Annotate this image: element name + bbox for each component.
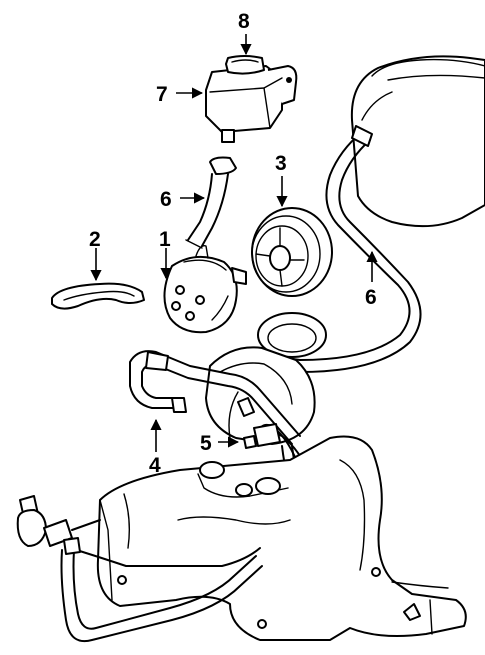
fitting — [237, 397, 257, 449]
callout-2: 2 — [89, 228, 101, 251]
callout-4: 4 — [149, 454, 161, 477]
callout-6b: 6 — [365, 286, 377, 309]
callouts: 8 7 6 3 2 1 6 5 4 — [89, 10, 377, 477]
callout-7: 7 — [156, 83, 168, 106]
callout-3: 3 — [275, 152, 287, 175]
callout-5: 5 — [200, 432, 212, 455]
reservoir — [205, 65, 298, 143]
leader-lines — [90, 34, 378, 452]
callout-8: 8 — [238, 10, 250, 33]
callout-1: 1 — [159, 228, 171, 251]
pressure-line — [129, 350, 301, 445]
pump-assembly-mounted — [205, 312, 327, 445]
return-hose-small — [185, 156, 237, 249]
steering-gear — [96, 435, 467, 641]
power-steering-pump — [163, 245, 247, 334]
reservoir-cap — [225, 55, 265, 75]
engine-block — [350, 55, 485, 228]
tie-rod-and-lines — [16, 495, 263, 642]
gasket — [51, 282, 145, 310]
pump-pulley — [251, 207, 333, 297]
callout-6a: 6 — [160, 188, 172, 211]
